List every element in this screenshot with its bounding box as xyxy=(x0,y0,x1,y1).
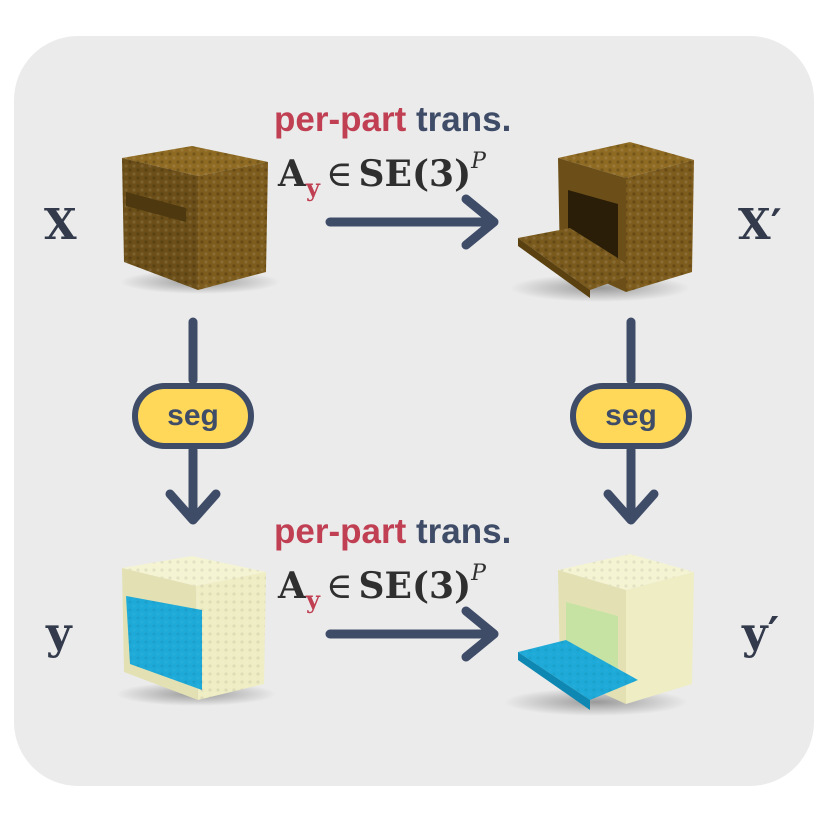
element-of-symbol: ∈ xyxy=(325,566,353,607)
formula-subscript: y xyxy=(305,585,320,614)
formula-superscript: P xyxy=(471,149,486,174)
label-y-prime: y′ xyxy=(742,608,780,659)
cube-y-image xyxy=(116,556,276,706)
formula-subscript: y xyxy=(305,173,320,202)
arrow-top-horizontal xyxy=(325,194,499,250)
element-of-symbol: ∈ xyxy=(325,154,353,195)
bottom-title-part1: per-part xyxy=(274,512,407,551)
bottom-transform-formula: Ay∈SE(3)P xyxy=(278,561,486,614)
formula-a: A xyxy=(278,153,306,195)
cube-x-image xyxy=(120,146,280,294)
cube-x-prime-image xyxy=(510,142,694,302)
formula-a: A xyxy=(278,565,306,607)
arrow-left-vertical xyxy=(165,317,221,525)
top-transform-title: per-part trans. xyxy=(274,100,511,140)
cube-y-prime-image xyxy=(504,554,694,716)
top-transform-formula: Ay∈SE(3)P xyxy=(278,149,486,202)
formula-superscript: P xyxy=(471,561,486,586)
label-x-prime: X′ xyxy=(738,200,782,249)
top-title-part1: per-part xyxy=(274,100,407,139)
seg-badge-left: seg xyxy=(132,383,254,449)
label-x: X xyxy=(44,200,77,249)
top-title-part2: trans. xyxy=(415,100,512,139)
arrow-bottom-horizontal xyxy=(325,606,499,662)
formula-set: SE(3) xyxy=(358,153,472,195)
arrow-right-vertical xyxy=(603,317,659,525)
bottom-transform-title: per-part trans. xyxy=(274,512,511,552)
formula-set: SE(3) xyxy=(358,565,472,607)
bottom-title-part2: trans. xyxy=(415,512,512,551)
seg-badge-right: seg xyxy=(570,383,692,449)
label-y: y xyxy=(46,608,72,659)
